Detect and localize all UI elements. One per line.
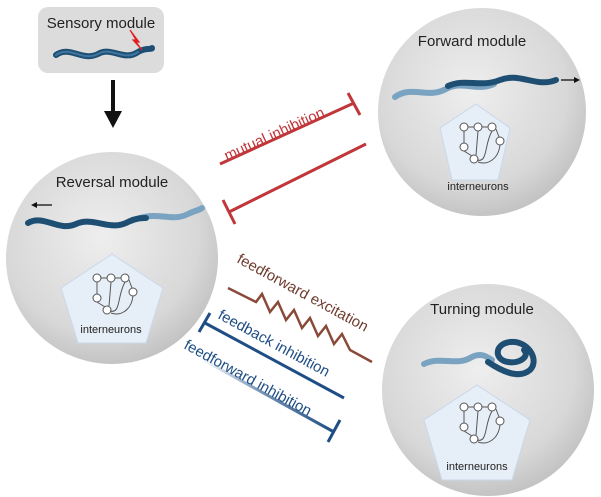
forward-worm bbox=[392, 74, 559, 100]
turning-worm bbox=[421, 338, 537, 378]
turning-module: Turning module interneurons bbox=[382, 284, 594, 496]
sensory-worm bbox=[53, 45, 155, 60]
reversal-direction-arrow bbox=[31, 202, 52, 208]
sensory-module: Sensory module bbox=[38, 7, 164, 73]
forward-direction-arrow bbox=[561, 77, 580, 83]
reversal-module: Reversal module interneurons bbox=[6, 152, 218, 364]
turning-interneuron-pentagon bbox=[423, 384, 531, 481]
forward-module: Forward module interneurons bbox=[378, 8, 586, 216]
forward-module-title: Forward module bbox=[418, 33, 526, 50]
sensory-module-title: Sensory module bbox=[47, 15, 155, 32]
reversal-worm bbox=[25, 205, 205, 229]
mutual-inhibition-connection: mutual inhibition bbox=[219, 92, 367, 225]
turning-circuit-label: interneurons bbox=[446, 461, 508, 473]
mutual-inhibition-label: mutual inhibition bbox=[222, 104, 328, 164]
forward-circuit-label: interneurons bbox=[447, 181, 509, 193]
lightning-icon bbox=[129, 29, 143, 51]
sensory-to-reversal-arrow bbox=[104, 80, 122, 128]
feedforward-excitation-connection: feedforward excitation bbox=[227, 251, 373, 364]
turning-module-title: Turning module bbox=[430, 301, 534, 318]
reversal-circuit-label: interneurons bbox=[80, 324, 142, 336]
reversal-module-title: Reversal module bbox=[56, 174, 169, 191]
reversal-interneuron-pentagon bbox=[60, 253, 164, 344]
